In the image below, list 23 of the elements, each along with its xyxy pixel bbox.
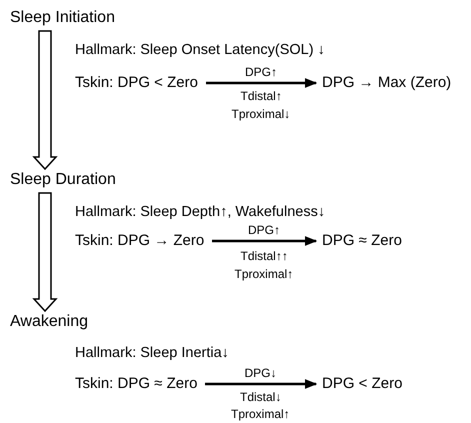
temperature-note: Tproximal↑ <box>234 268 294 282</box>
arrow <box>205 379 318 389</box>
temperature-note: Tdistal↑ <box>240 90 282 104</box>
state-text: Tskin: DPG ≈ Zero <box>75 374 198 392</box>
temperature-note: Tproximal↑ <box>231 408 290 422</box>
state-text: DPG ≈ Zero <box>322 232 402 249</box>
state-text: DPG < Zero <box>322 374 402 392</box>
state-text: Tskin: DPG < Zero <box>75 74 198 91</box>
stage-heading: Awakening <box>10 313 88 332</box>
arrow <box>206 78 318 88</box>
hallmark-text: Hallmark: Sleep Depth↑, Wakefulness↓ <box>75 204 326 220</box>
hollow-arrow <box>32 30 58 170</box>
stage-heading: Sleep Duration <box>10 171 116 190</box>
state-text: Tskin: DPG → Zero <box>75 232 204 249</box>
temperature-note: Tdistal↑↑ <box>240 250 288 264</box>
temperature-note: Tdistal↓ <box>240 391 282 405</box>
hollow-arrow <box>32 192 58 312</box>
hallmark-text: Hallmark: Sleep Inertia↓ <box>75 344 229 362</box>
state-text: DPG → Max (Zero) <box>322 74 452 91</box>
arrow <box>212 236 318 246</box>
temperature-note: Tproximal↓ <box>232 108 290 122</box>
stage-heading: Sleep Initiation <box>10 9 115 28</box>
hallmark-text: Hallmark: Sleep Onset Latency(SOL) ↓ <box>75 42 325 58</box>
